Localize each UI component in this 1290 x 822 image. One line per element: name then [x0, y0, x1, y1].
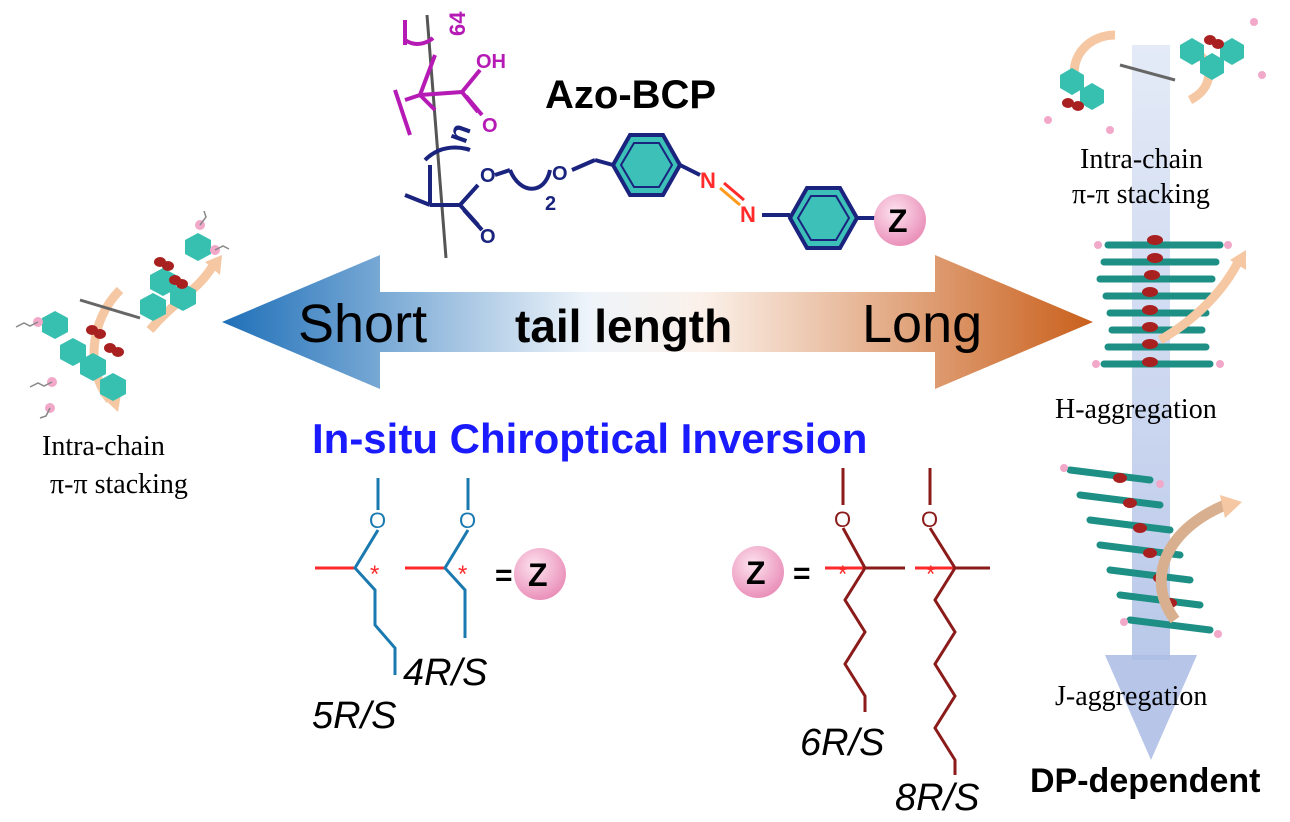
label-8rs: 8R/S [895, 777, 979, 819]
left-z-label: Z [528, 557, 548, 593]
right-tail-star1: * [838, 561, 847, 588]
ether-o-label: O [552, 163, 568, 185]
tail-length-arrow [222, 255, 1093, 389]
inversion-label: In-situ Chiroptical Inversion [312, 415, 867, 462]
ester-o1-label: O [480, 165, 496, 187]
left-tail-o2: O [459, 508, 476, 533]
j-aggregation-label: J-aggregation [1055, 681, 1207, 712]
label-6rs: 6R/S [800, 722, 884, 764]
j-aggregation-illustration [1060, 464, 1242, 638]
right-equals: = [793, 557, 811, 590]
right-tail-o2: O [921, 507, 938, 532]
short-label: Short [298, 294, 427, 354]
right-z-label: Z [746, 555, 766, 591]
right-tail-star2: * [926, 561, 935, 588]
dp-subscript: 64 [445, 11, 470, 36]
azo-n1-label: N [700, 168, 716, 193]
right-tail-o1: O [834, 507, 851, 532]
z-group-bubble [874, 194, 926, 246]
label-4rs: 4R/S [403, 652, 487, 694]
azo-bcp-title: Azo-BCP [545, 73, 716, 117]
left-tail-o1: O [369, 508, 386, 533]
oh-label: OH [476, 51, 506, 73]
h-aggregation-illustration [1092, 235, 1246, 368]
z-group-label: Z [888, 203, 908, 239]
tail-length-label: tail length [515, 300, 732, 352]
n-repeat-label: n [441, 119, 478, 148]
right-stacking-line2: π-π stacking [1072, 179, 1210, 210]
right-tails: Z = O O * * 6R/S 8R/S [732, 468, 990, 819]
right-z-bubble [732, 546, 784, 598]
spacer-sub-label: 2 [545, 193, 556, 215]
right-stacking-line1: Intra-chain [1080, 144, 1203, 175]
long-label: Long [862, 294, 982, 354]
label-5rs: 5R/S [312, 695, 396, 737]
dp-dependent-label: DP-dependent [1030, 762, 1260, 800]
right-top-stacking-illustration [1044, 18, 1266, 134]
left-tail-star1: * [370, 561, 379, 588]
left-tail-star2: * [458, 561, 467, 588]
left-stacking-line1: Intra-chain [42, 431, 165, 462]
left-stacking-illustration [15, 210, 230, 419]
left-z-bubble [514, 548, 566, 600]
polymer-structure: 64 OH O n O O 2 O N N [393, 11, 926, 259]
h-aggregation-label: H-aggregation [1055, 394, 1217, 425]
left-equals: = [495, 559, 513, 592]
ester-o2-label: O [480, 226, 496, 248]
left-tails: O O * * = Z 4R/S 5R/S [312, 478, 566, 737]
azo-n2-label: N [740, 202, 756, 227]
carbonyl-o-label: O [482, 115, 498, 137]
left-stacking-line2: π-π stacking [50, 469, 188, 500]
